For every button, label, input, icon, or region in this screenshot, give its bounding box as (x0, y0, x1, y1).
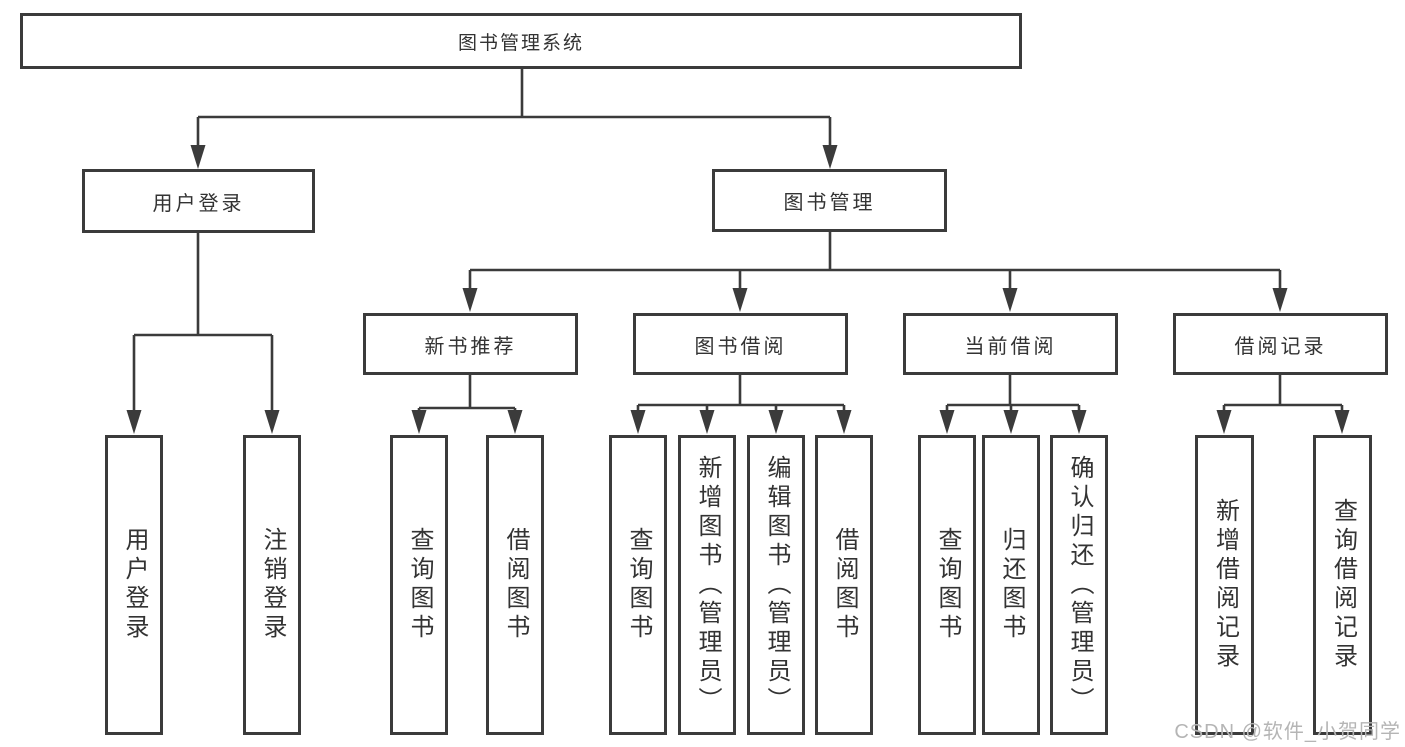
leaf-label: 查询借阅记录 (1329, 498, 1357, 672)
leaf-edit-books-admin: 编辑图书（管理员） (747, 435, 805, 735)
leaf-borrow-books: 借阅图书 (815, 435, 873, 735)
leaf-add-borrow-record: 新增借阅记录 (1195, 435, 1254, 735)
leaf-label: 注销登录 (259, 527, 286, 643)
leaf-return-books: 归还图书 (982, 435, 1040, 735)
node-book-borrow: 图书借阅 (633, 313, 848, 375)
node-current-borrow: 当前借阅 (903, 313, 1118, 375)
watermark: CSDN @软件_小贺同学 (1174, 721, 1401, 743)
node-user-login: 用户登录 (82, 169, 315, 233)
leaf-label: 查询图书 (625, 527, 652, 643)
leaf-label: 借阅图书 (831, 527, 858, 643)
leaf-confirm-return-admin: 确认归还（管理员） (1050, 435, 1108, 735)
node-borrow-records: 借阅记录 (1173, 313, 1388, 375)
leaf-user-login: 用户登录 (105, 435, 163, 735)
leaf-borrow-books-recommend: 借阅图书 (486, 435, 544, 735)
arrowhead-icons (126, 145, 1350, 434)
leaf-label: 新增借阅记录 (1211, 498, 1239, 672)
leaf-label: 归还图书 (998, 527, 1025, 643)
leaf-query-books-recommend: 查询图书 (390, 435, 448, 735)
leaf-label: 查询图书 (934, 527, 961, 643)
leaf-logout: 注销登录 (243, 435, 301, 735)
leaf-query-books-current: 查询图书 (918, 435, 976, 735)
leaf-label: 用户登录 (121, 527, 148, 643)
node-book-management: 图书管理 (712, 169, 947, 232)
leaf-label: 查询图书 (406, 527, 433, 643)
leaf-query-books-borrow: 查询图书 (609, 435, 667, 735)
leaf-label: 编辑图书（管理员） (763, 454, 790, 716)
leaf-query-borrow-record: 查询借阅记录 (1313, 435, 1372, 735)
leaf-label: 确认归还（管理员） (1066, 454, 1093, 716)
node-library-management-system: 图书管理系统 (20, 13, 1022, 69)
leaf-add-books-admin: 新增图书（管理员） (678, 435, 736, 735)
leaf-label: 借阅图书 (502, 527, 529, 643)
leaf-label: 新增图书（管理员） (694, 454, 721, 716)
node-new-book-recommend: 新书推荐 (363, 313, 578, 375)
